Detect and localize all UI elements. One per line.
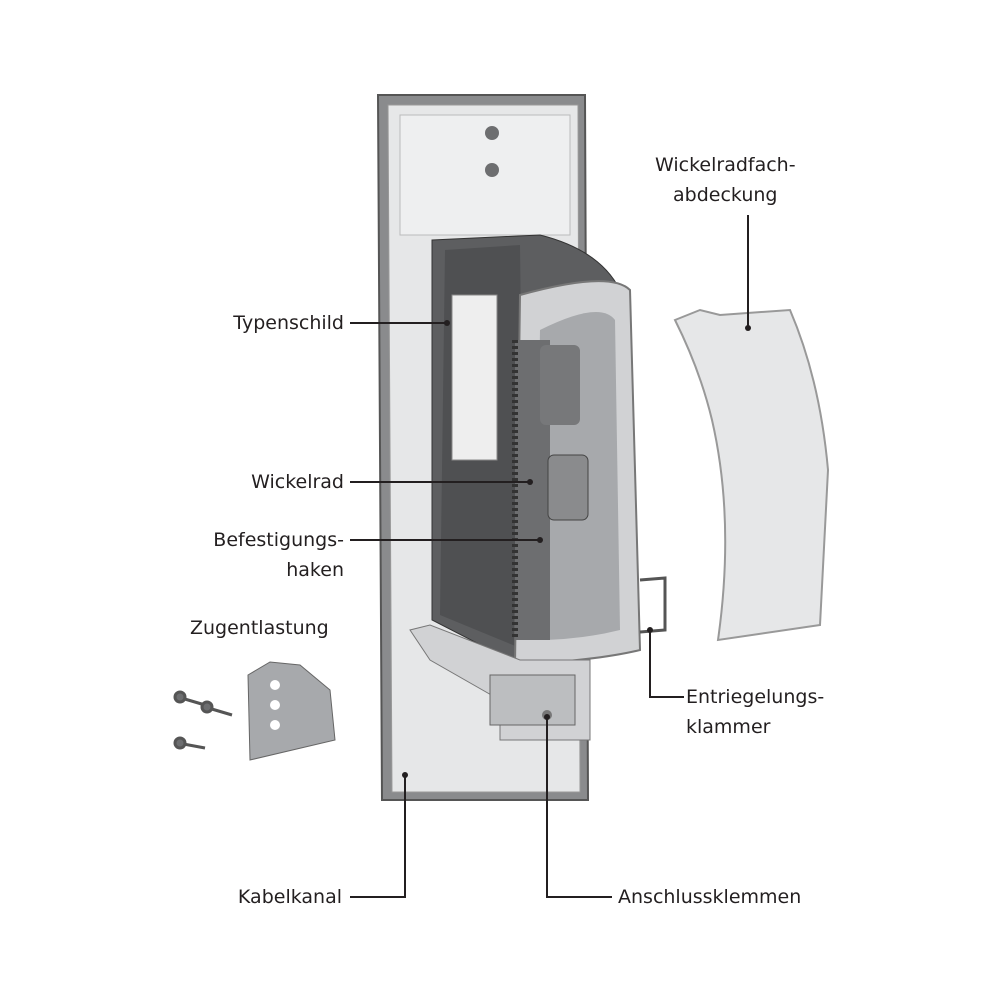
screws	[173, 690, 233, 750]
label-hook-line2: haken	[286, 559, 344, 581]
housing	[431, 234, 667, 667]
label-clip-line2: klammer	[686, 716, 771, 738]
label-cable-channel: Kabelkanal	[237, 886, 342, 908]
callout-dots	[402, 320, 751, 778]
label-terminals: Anschlussklemmen	[618, 886, 802, 908]
label-hook: Befestigungs- haken	[213, 525, 344, 585]
label-clip-line1: Entriegelungs-	[686, 686, 825, 708]
label-cover-line1: Wickelradfach-	[655, 154, 796, 176]
label-cover: Wickelradfach- abdeckung	[655, 150, 796, 210]
release-clip	[639, 576, 667, 634]
strain-relief-part	[247, 661, 336, 761]
type-plate	[451, 294, 498, 461]
winding-wheel-cover	[673, 308, 830, 642]
label-strain-relief: Zugentlastung	[190, 617, 329, 639]
terminal-block	[409, 624, 591, 741]
label-winding-wheel: Wickelrad	[251, 471, 344, 493]
callout-lines	[350, 215, 749, 898]
label-hook-line1: Befestigungs-	[213, 529, 344, 551]
label-type-plate: Typenschild	[233, 312, 344, 334]
label-clip: Entriegelungs- klammer	[686, 682, 824, 742]
label-cover-line2: abdeckung	[673, 184, 778, 206]
